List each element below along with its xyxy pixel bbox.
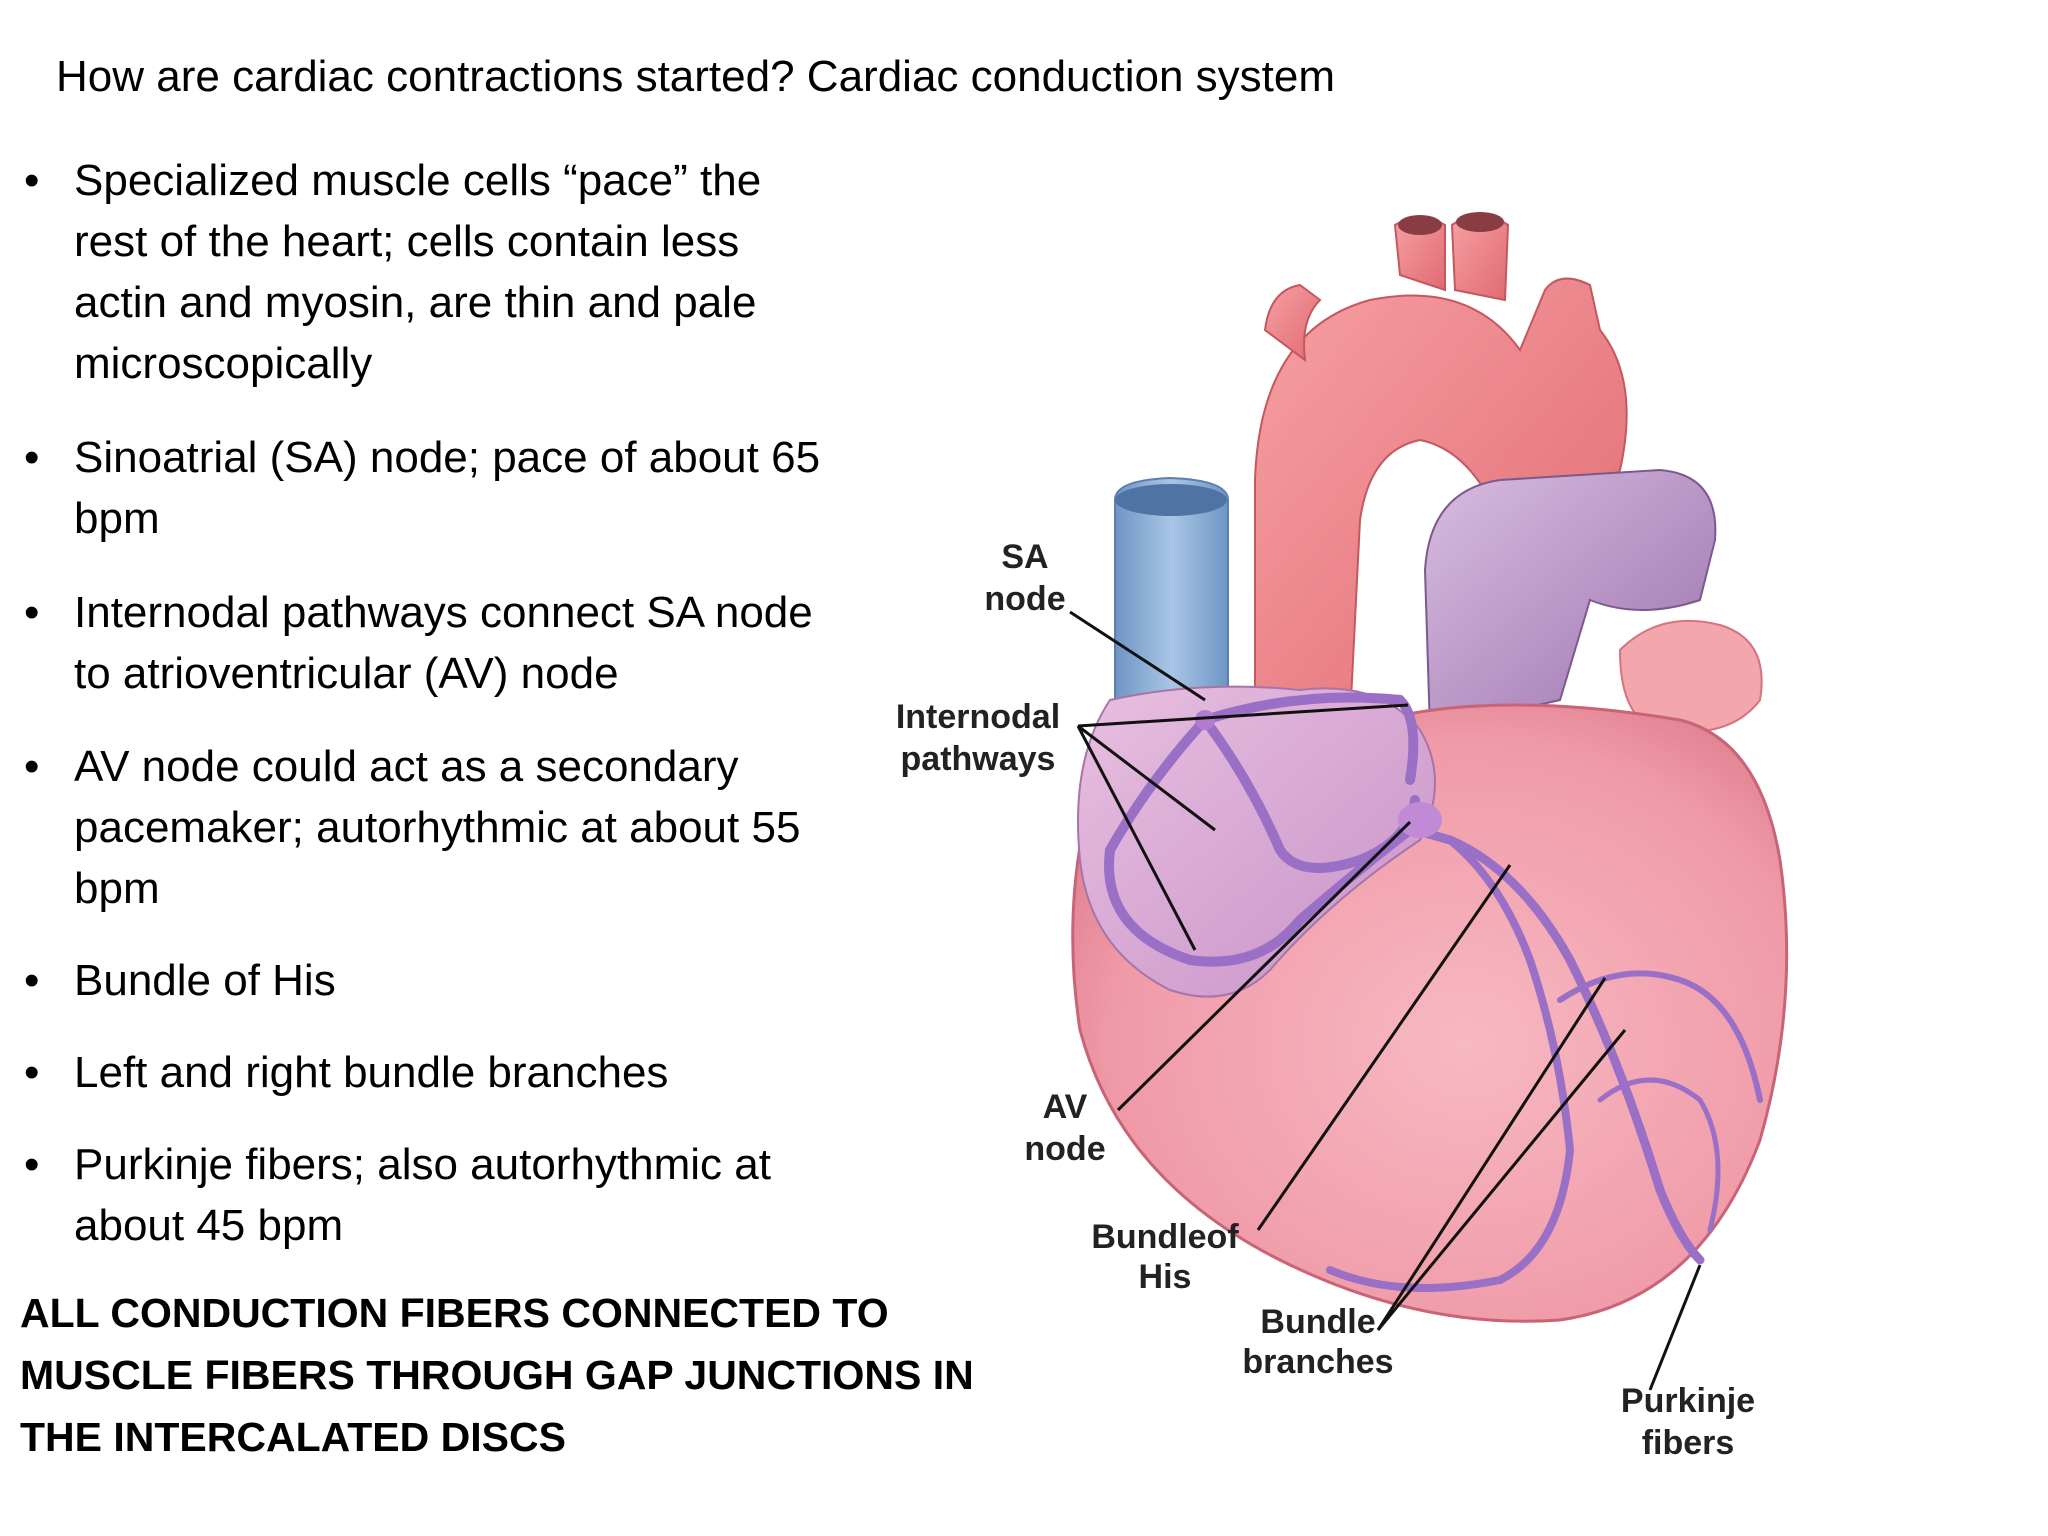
- label-bundle-branches: Bundle: [1260, 1303, 1375, 1341]
- aorta-branch-left: [1263, 283, 1322, 363]
- label-purkinje: fibers: [1642, 1424, 1735, 1462]
- bullet-bundle-branches: Left and right bundle branches: [20, 1042, 834, 1103]
- conduction-pathways: [1104, 692, 1763, 1292]
- gap-junction-note: ALL CONDUCTION FIBERS CONNECTED TO MUSCL…: [20, 1290, 974, 1460]
- bullet-av-node: AV node could act as a secondary pacemak…: [20, 736, 854, 919]
- label-av-node: AV: [1043, 1088, 1088, 1126]
- bullet-purkinje: Purkinje fibers; also autorhythmic at ab…: [20, 1134, 874, 1256]
- bullet-specialized-cells: Specialized muscle cells “pace” the rest…: [20, 150, 834, 394]
- label-av-node: node: [1024, 1130, 1105, 1168]
- bullet-text: Left and right bundle branches: [74, 1048, 669, 1097]
- bullet-sa-node: Sinoatrial (SA) node; pace of about 65 b…: [20, 427, 834, 549]
- slide-title: How are cardiac contractions started? Ca…: [56, 52, 1336, 101]
- bullet-text: Sinoatrial (SA) node; pace of about 65 b…: [74, 433, 821, 543]
- label-sa-node: SA: [1001, 538, 1048, 576]
- label-bundle-of-his: His: [1139, 1258, 1192, 1296]
- sa-node-dot: [1195, 710, 1215, 730]
- bullet-text: Purkinje fibers; also autorhythmic at ab…: [74, 1140, 771, 1250]
- heart-conduction-diagram: SA node Internodal pathways AV node Bund…: [896, 212, 1789, 1462]
- leader-lines: [1069, 610, 1702, 1391]
- bullet-bundle-of-his: Bundle of His: [20, 950, 834, 1011]
- aorta: [1254, 277, 1628, 721]
- bullet-text: Specialized muscle cells “pace” the rest…: [74, 156, 762, 388]
- vessel-opening: [1456, 212, 1504, 232]
- bullet-internodal: Internodal pathways connect SA node to a…: [20, 582, 834, 704]
- vessel-opening: [1398, 215, 1442, 235]
- label-internodal: pathways: [901, 740, 1056, 778]
- label-bundle-branches: branches: [1242, 1343, 1393, 1381]
- vena-cava-opening: [1115, 484, 1227, 516]
- label-sa-node: node: [984, 580, 1065, 618]
- bullet-text: Bundle of His: [74, 956, 336, 1005]
- bullet-text: AV node could act as a secondary pacemak…: [74, 742, 801, 913]
- label-internodal: Internodal: [896, 698, 1060, 736]
- bullet-text: Internodal pathways connect SA node to a…: [74, 588, 813, 698]
- label-purkinje: Purkinje: [1621, 1382, 1755, 1420]
- av-node-dot: [1398, 802, 1442, 838]
- label-bundle-of-his: Bundleof: [1091, 1218, 1239, 1256]
- pulmonary-trunk: [1423, 468, 1717, 732]
